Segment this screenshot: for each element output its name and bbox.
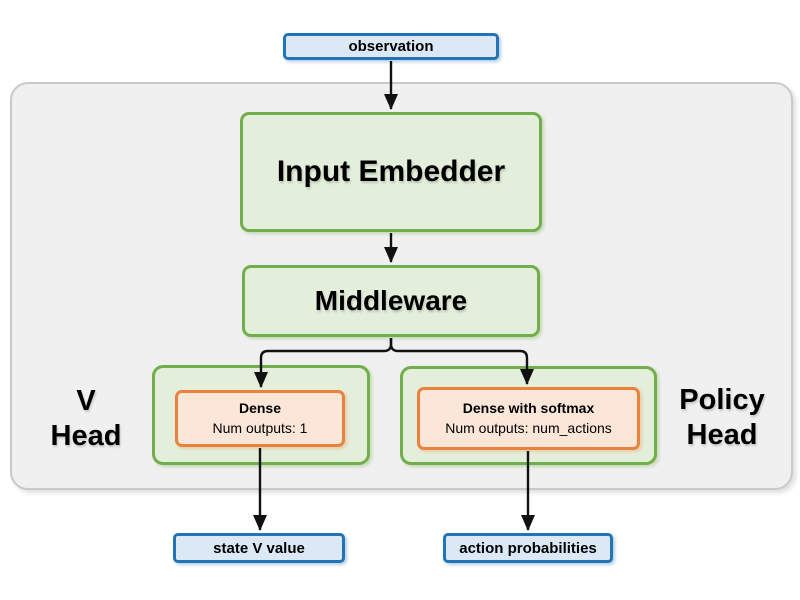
- policy-head-label-line1: Policy: [679, 384, 765, 417]
- policy-head-label-line2: Head: [686, 419, 758, 451]
- dense-subtitle: Num outputs: 1: [212, 419, 308, 436]
- observation-node: observation: [283, 33, 499, 60]
- input-embedder-label: Input Embedder: [276, 155, 506, 188]
- state-v-value-node: state V value: [173, 533, 345, 563]
- v-head-label-line1: V: [76, 385, 96, 418]
- dense-softmax-title: Dense with softmax: [462, 399, 595, 416]
- action-probabilities-node: action probabilities: [443, 533, 613, 563]
- input-embedder-node: Input Embedder: [240, 112, 542, 232]
- v-head-label: V Head: [25, 383, 147, 455]
- policy-head-label: Policy Head: [658, 382, 786, 454]
- middleware-label: Middleware: [314, 285, 468, 316]
- middleware-node: Middleware: [242, 265, 540, 337]
- state-v-value-label: state V value: [213, 539, 305, 557]
- dense-softmax-node: Dense with softmax Num outputs: num_acti…: [417, 387, 640, 450]
- observation-label: observation: [348, 38, 434, 55]
- v-head-label-line2: Head: [50, 420, 122, 452]
- dense-title: Dense: [238, 399, 282, 416]
- action-probabilities-label: action probabilities: [459, 539, 597, 557]
- dense-node: Dense Num outputs: 1: [175, 390, 345, 447]
- dense-softmax-subtitle: Num outputs: num_actions: [445, 419, 612, 436]
